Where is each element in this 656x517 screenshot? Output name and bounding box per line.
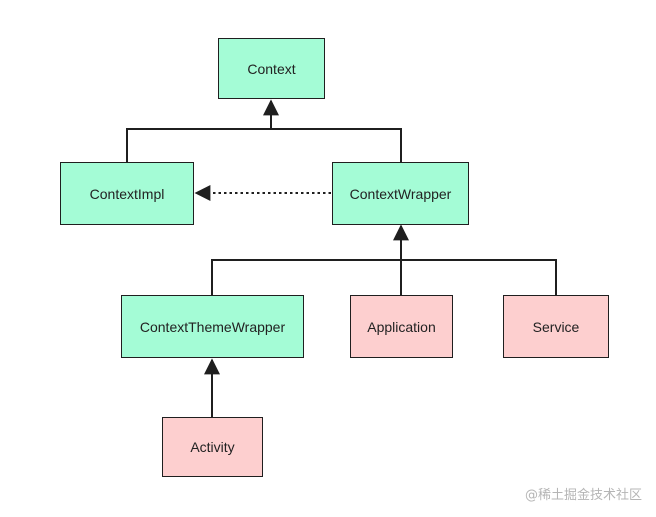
node-application: Application	[350, 295, 453, 358]
inherit-line-contextimpl-to-context	[126, 128, 402, 162]
watermark: @稀土掘金技术社区	[524, 488, 642, 503]
node-context-impl: ContextImpl	[60, 162, 194, 225]
node-context: Context	[218, 38, 325, 99]
inherit-line-children-to-contextwrapper	[211, 259, 557, 295]
node-activity: Activity	[162, 417, 263, 477]
node-context-wrapper: ContextWrapper	[332, 162, 469, 225]
node-context-theme-wrapper: ContextThemeWrapper	[121, 295, 304, 358]
node-service: Service	[503, 295, 609, 358]
